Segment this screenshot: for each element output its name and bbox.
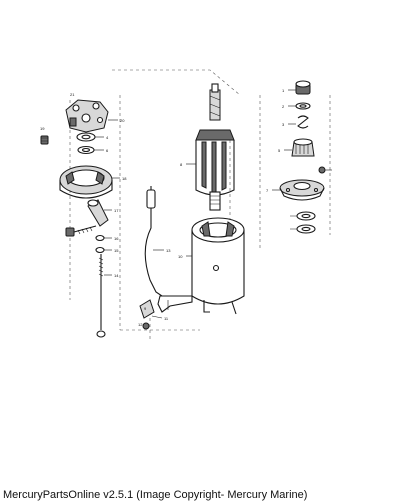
callout-19: 19 (40, 126, 45, 131)
callout-12: 12 (138, 322, 143, 327)
guide-lines (69, 69, 331, 340)
long-through-bolt: 14 (96, 254, 119, 338)
mounting-bracket: 9 (144, 295, 193, 313)
washers-left: 4 6 (76, 132, 109, 155)
washers-right (290, 211, 316, 234)
armature: 8 (180, 83, 235, 211)
drive-end-head: 7 (266, 179, 325, 201)
terminal-nuts: 16 15 (95, 234, 119, 254)
callout-5: 5 (278, 148, 281, 153)
callout-7: 7 (266, 188, 269, 193)
callout-1: 1 (282, 88, 285, 93)
callout-21: 21 (70, 92, 75, 97)
callout-20: 20 (120, 118, 125, 123)
starter-motor-exploded-diagram: 20 19 4 6 18 17 (40, 69, 332, 340)
callout-16: 16 (114, 236, 119, 241)
callout-13: 13 (166, 248, 171, 253)
terminal-boot: 17 (87, 199, 119, 227)
callout-9: 9 (144, 306, 147, 311)
callout-6: 6 (106, 148, 109, 153)
callout-17: 17 (114, 208, 119, 213)
callout-3: 3 (282, 122, 285, 127)
through-bolt-small: 19 (40, 126, 49, 145)
through-bolt-left (65, 225, 97, 237)
brush-plate: 18 (59, 165, 127, 199)
callout-8: 8 (180, 162, 183, 167)
small-bolt-right (318, 166, 332, 174)
callout-11: 11 (164, 316, 169, 321)
callout-14: 14 (114, 273, 119, 278)
field-frame-housing: 10 (178, 217, 245, 315)
callout-15: 15 (114, 248, 119, 253)
brush-springs: 11 12 (138, 299, 169, 330)
callout-18: 18 (122, 176, 127, 181)
end-cap-brush-holder: 20 (65, 99, 125, 133)
callout-10: 10 (178, 254, 183, 259)
drive-pinion-stack: 1 2 3 5 (278, 80, 315, 157)
lead-wire: 13 (144, 186, 171, 301)
callout-4: 4 (106, 135, 109, 140)
callout-2: 2 (282, 104, 285, 109)
image-copyright-caption: MercuryPartsOnline v2.5.1 (Image Copyrig… (3, 489, 308, 501)
